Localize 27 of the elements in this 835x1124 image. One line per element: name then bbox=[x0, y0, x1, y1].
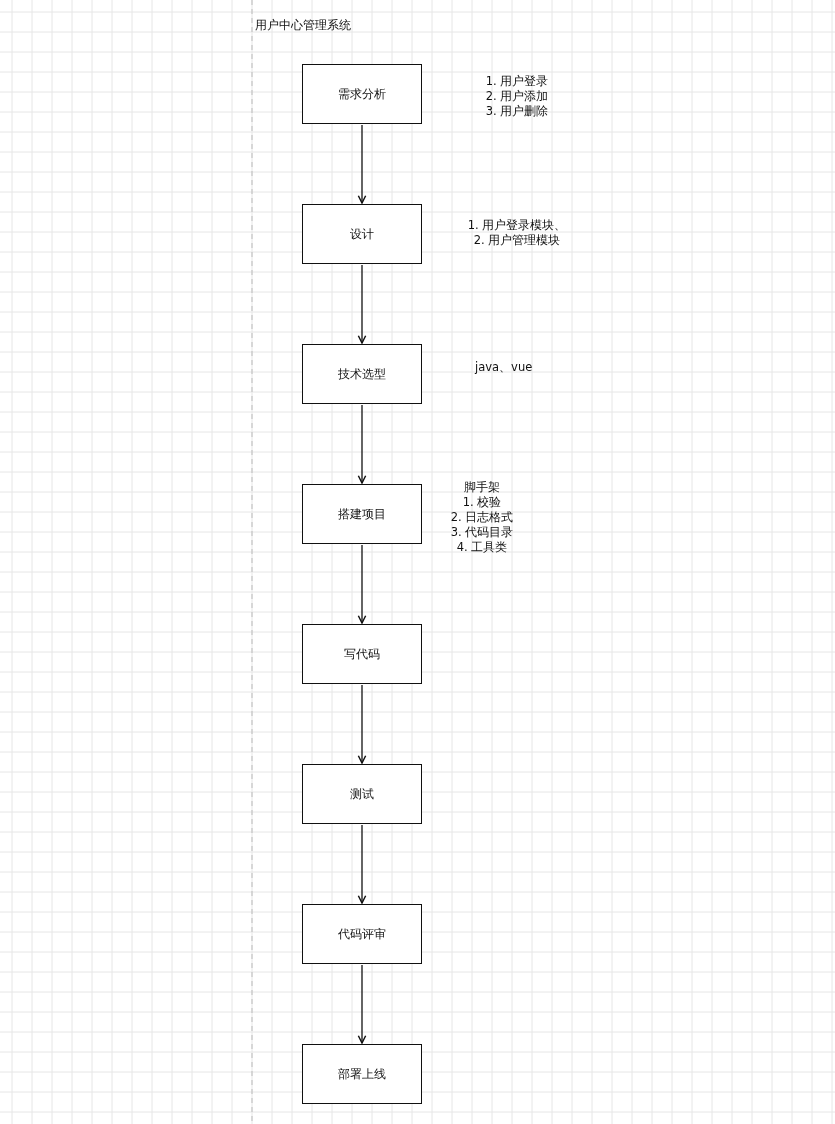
process-box: 技术选型 bbox=[302, 344, 422, 404]
arrow bbox=[357, 404, 367, 484]
arrow bbox=[357, 264, 367, 344]
arrow bbox=[357, 124, 367, 204]
note-text: 2. 用户管理模块 bbox=[473, 233, 561, 247]
note-text: 3. 代码目录 bbox=[450, 525, 514, 539]
note-text: 1. 用户登录模块、 bbox=[467, 218, 567, 232]
process-box: 测试 bbox=[302, 764, 422, 824]
note-text: 脚手架 bbox=[464, 480, 500, 494]
process-box: 部署上线 bbox=[302, 1044, 422, 1104]
arrow bbox=[357, 684, 367, 764]
process-box: 代码评审 bbox=[302, 904, 422, 964]
process-box: 写代码 bbox=[302, 624, 422, 684]
arrow bbox=[357, 964, 367, 1044]
process-box: 设计 bbox=[302, 204, 422, 264]
note-text: 4. 工具类 bbox=[456, 540, 508, 554]
note-text: 2. 日志格式 bbox=[450, 510, 514, 524]
arrow bbox=[357, 544, 367, 624]
note-text: java、vue bbox=[475, 360, 533, 375]
note-text: 1. 用户登录 bbox=[485, 74, 549, 88]
process-box: 搭建项目 bbox=[302, 484, 422, 544]
diagram-title: 用户中心管理系统 bbox=[255, 17, 351, 34]
process-box: 需求分析 bbox=[302, 64, 422, 124]
note-text: 3. 用户删除 bbox=[485, 104, 549, 118]
note-text: 2. 用户添加 bbox=[485, 89, 549, 103]
note-text: 1. 校验 bbox=[462, 495, 502, 509]
arrow bbox=[357, 824, 367, 904]
